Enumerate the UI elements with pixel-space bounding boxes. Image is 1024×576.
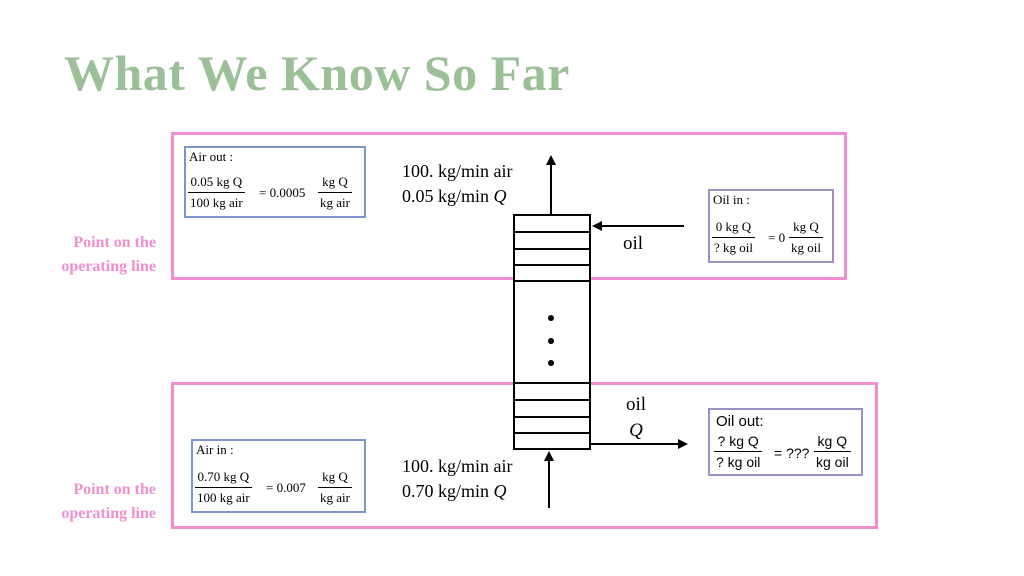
top-air-rate: 100. kg/min air xyxy=(402,161,513,181)
column-top-section xyxy=(513,214,591,282)
bottom-air-rate: 100. kg/min air xyxy=(402,456,513,476)
air-out-unit-denominator: kg air xyxy=(320,195,350,210)
page-title: What We Know So Far xyxy=(64,45,570,101)
oil-out-stream-q: Q xyxy=(629,420,643,441)
air-out-ratio-denominator: 100 kg air xyxy=(190,195,243,210)
air-in-unit: kg Q kg air xyxy=(318,467,352,508)
ellipsis-dot xyxy=(548,338,554,344)
oil-out-stream-label: oil Q xyxy=(626,392,646,444)
air-in-ratio-numerator: 0.70 kg Q xyxy=(195,467,252,488)
oil-in-unit-numerator: kg Q xyxy=(789,217,823,238)
top-point-label: Point on the operating line xyxy=(61,234,156,275)
top-operating-region xyxy=(171,132,847,280)
air-in-value: = 0.007 xyxy=(266,480,306,495)
oil-out-unit-denominator: kg oil xyxy=(816,454,849,470)
oil-in-unit-denominator: kg oil xyxy=(791,240,821,255)
oil-out-ratio-denominator: ? kg oil xyxy=(716,454,761,470)
oil-in-ratio: 0 kg Q ? kg oil xyxy=(712,217,755,258)
oil-out-ratio: ? kg Q ? kg oil xyxy=(714,431,763,472)
ellipsis-dot xyxy=(548,360,554,366)
oil-out-header: Oil out: xyxy=(716,413,764,430)
oil-out-stream-oil: oil xyxy=(626,394,647,415)
air-in-ratio: 0.70 kg Q 100 kg air xyxy=(195,467,252,508)
air-out-unit-numerator: kg Q xyxy=(318,172,352,193)
top-air-flow-label: 100. kg/min air 0.05 kg/min Q xyxy=(402,159,513,209)
ellipsis-dot xyxy=(548,315,554,321)
air-in-unit-denominator: kg air xyxy=(320,490,350,505)
bottom-air-flow-label: 100. kg/min air 0.70 kg/min Q xyxy=(402,454,513,504)
oil-out-unit: kg Q kg oil xyxy=(814,431,851,472)
air-in-ratio-denominator: 100 kg air xyxy=(197,490,250,505)
oil-out-box: Oil out: ? kg Q ? kg oil = ??? kg Q kg o… xyxy=(708,408,863,476)
air-in-box: Air in : 0.70 kg Q 100 kg air = 0.007 kg… xyxy=(191,439,366,513)
oil-in-box: Oil in : 0 kg Q ? kg oil = 0 kg Q kg oil xyxy=(708,189,834,263)
air-in-header: Air in : xyxy=(196,442,234,457)
column-middle-section xyxy=(513,280,591,384)
air-out-header: Air out : xyxy=(189,149,234,164)
bottom-q-rate: 0.70 kg/min Q xyxy=(402,481,507,501)
oil-in-unit: kg Q kg oil xyxy=(789,217,823,258)
air-out-box: Air out : 0.05 kg Q 100 kg air = 0.0005 … xyxy=(184,146,366,218)
oil-in-ratio-denominator: ? kg oil xyxy=(714,240,753,255)
oil-out-ratio-numerator: ? kg Q xyxy=(714,431,763,452)
air-out-ratio-numerator: 0.05 kg Q xyxy=(188,172,245,193)
air-out-unit: kg Q kg air xyxy=(318,172,352,213)
oil-in-value: = 0 xyxy=(768,230,786,245)
bottom-point-label: Point on the operating line xyxy=(61,481,156,522)
air-out-ratio: 0.05 kg Q 100 kg air xyxy=(188,172,245,213)
oil-in-ratio-numerator: 0 kg Q xyxy=(712,217,755,238)
air-out-value: = 0.0005 xyxy=(259,185,306,200)
oil-in-header: Oil in : xyxy=(713,192,750,207)
oil-in-stream-label: oil xyxy=(623,233,644,254)
top-q-rate: 0.05 kg/min Q xyxy=(402,186,507,206)
air-in-unit-numerator: kg Q xyxy=(318,467,352,488)
oil-out-unit-numerator: kg Q xyxy=(814,431,851,452)
column-bottom-section xyxy=(513,382,591,450)
oil-out-value: = ??? xyxy=(774,445,810,461)
